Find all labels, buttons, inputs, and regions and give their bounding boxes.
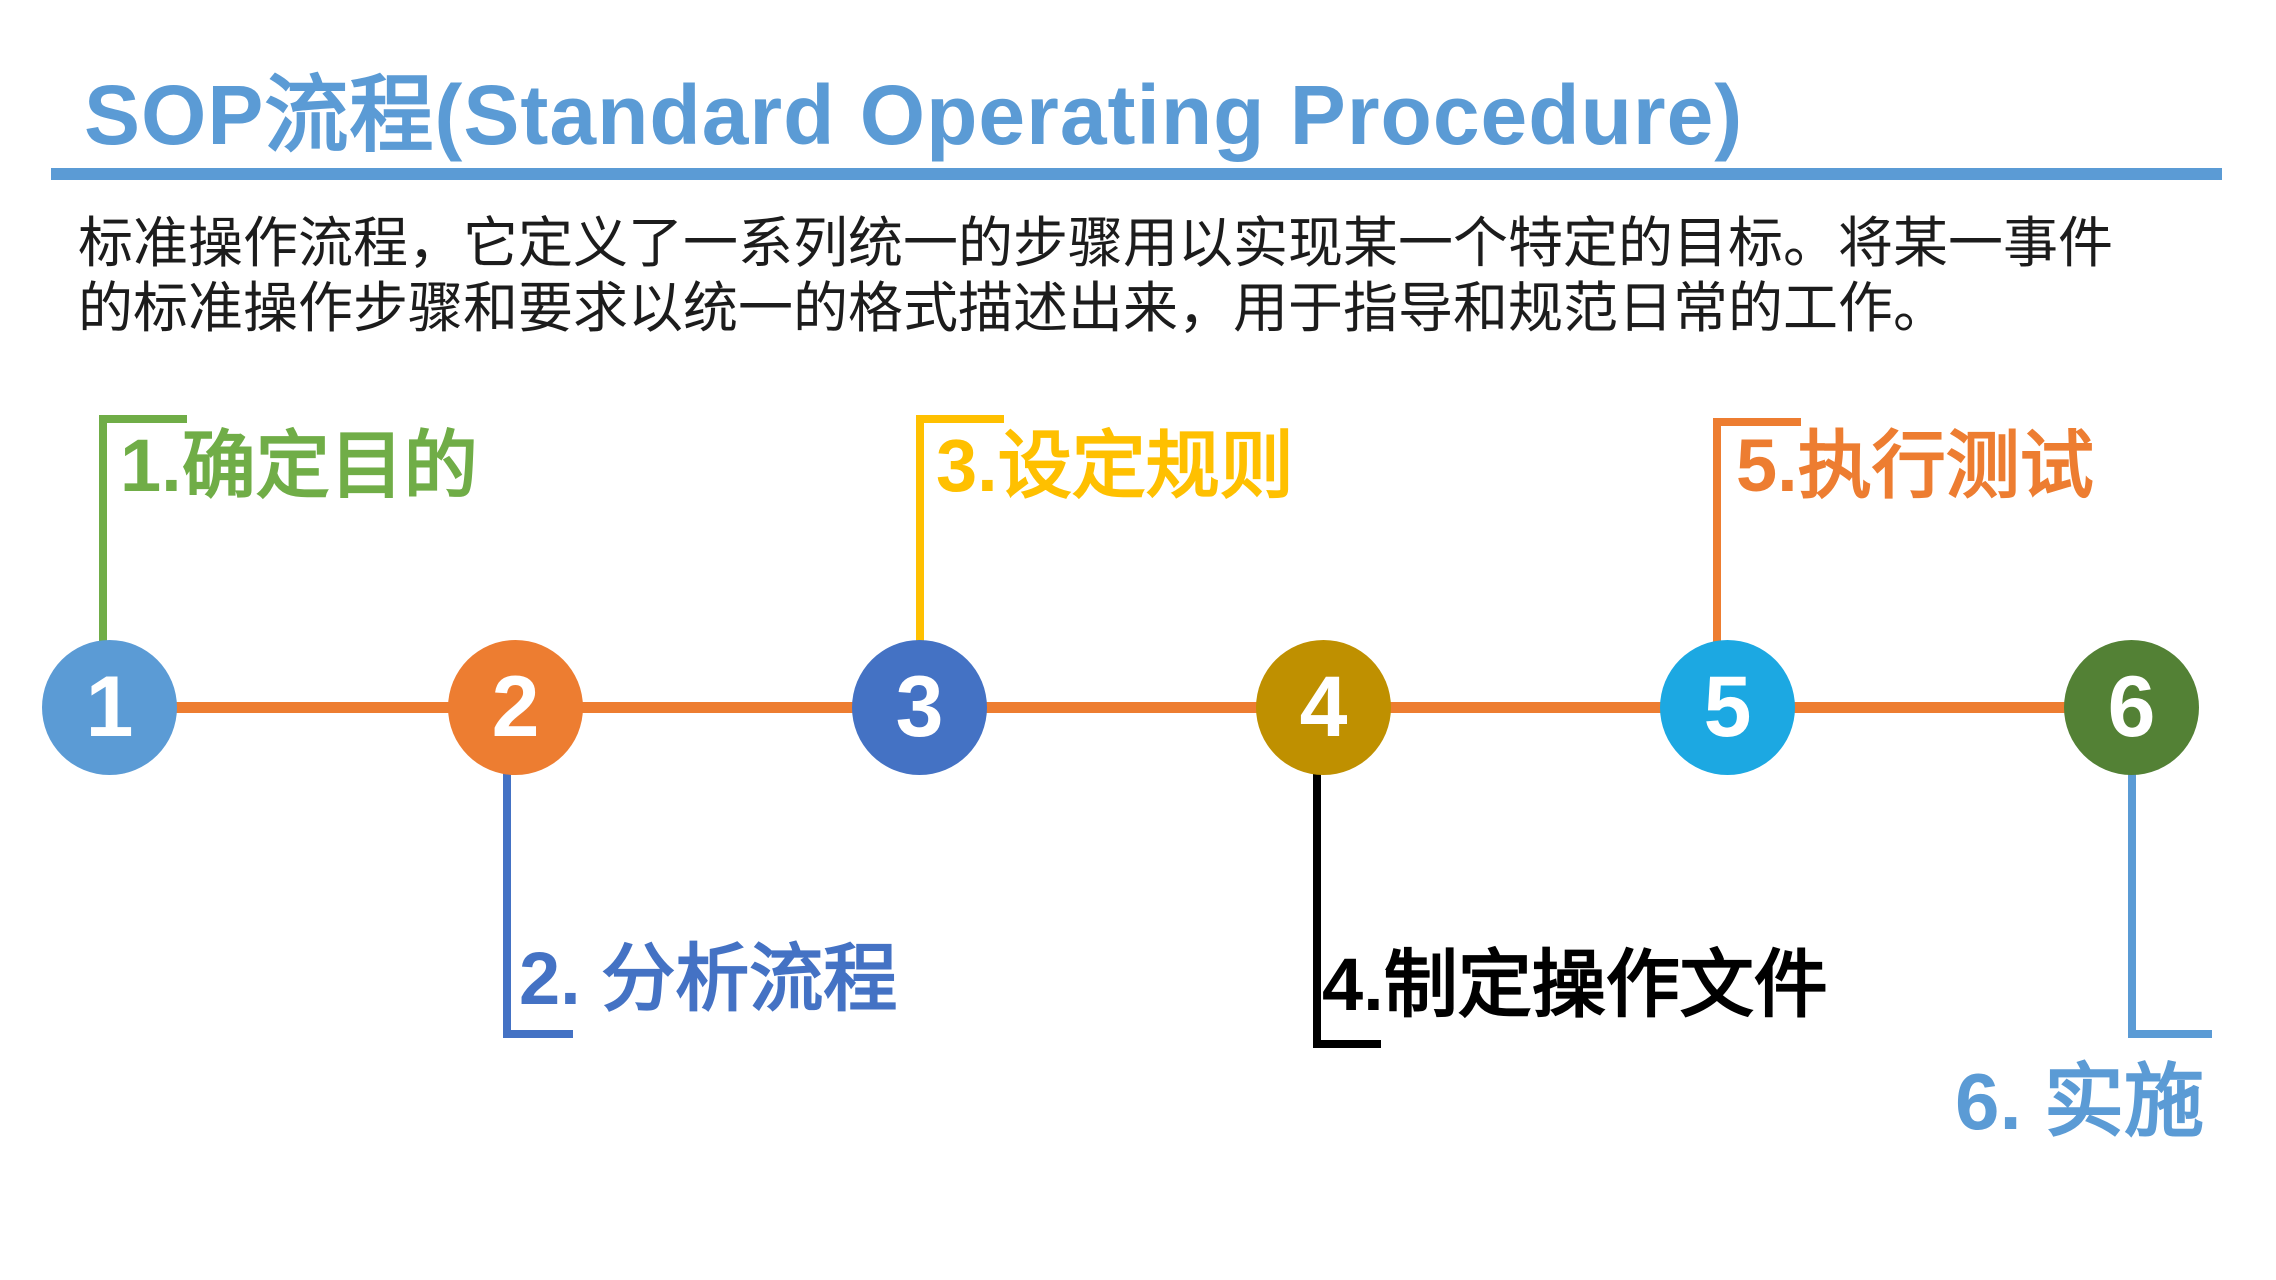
step4-bracket-line [1313,1040,1381,1048]
description-line-1: 标准操作流程，它定义了一系列统一的步骤用以实现某一个特定的目标。将某一事件 [78,213,2114,274]
step4-label: 4.制定操作文件 [1322,943,1828,1026]
step3-label: 3.设定规则 [936,424,1294,507]
step4-number: 4 [1299,659,1348,755]
description-text: 标准操作流程，它定义了一系列统一的步骤用以实现某一个特定的目标。将某一事件 的标… [78,212,2113,342]
step6-number: 6 [2107,659,2156,755]
step2-label: 2. 分析流程 [519,937,898,1020]
step1-bracket-line [99,415,107,648]
step5-bracket-line [1713,418,1801,426]
title-underline-rule [51,168,2222,180]
description-line-2: 的标准操作步骤和要求以统一的格式描述出来，用于指导和规范日常的工作。 [78,277,1949,339]
step4-circle: 4 [1256,640,1391,775]
page-title: SOP流程(Standard Operating Procedure) [84,68,1744,162]
step1-circle: 1 [42,640,177,775]
step5-bracket-line [1713,418,1721,648]
step6-bracket-line [2128,772,2136,1038]
step6-bracket-line [2128,1030,2212,1038]
timeline-connector-line [109,702,2132,713]
step3-bracket-line [916,415,1004,423]
step2-bracket-line [503,770,511,1038]
step3-number: 3 [895,659,944,755]
step6-circle: 6 [2064,640,2199,775]
step2-circle: 2 [448,640,583,775]
step3-circle: 3 [852,640,987,775]
step6-label: 6. 实施 [1955,1057,2204,1146]
step1-number: 1 [85,659,134,755]
step2-bracket-line [503,1030,573,1038]
step5-number: 5 [1703,659,1752,755]
step5-circle: 5 [1660,640,1795,775]
step2-number: 2 [491,659,540,755]
step3-bracket-line [916,415,924,648]
step5-label: 5.执行测试 [1736,424,2094,507]
step1-bracket-line [99,415,187,423]
step1-label: 1.确定目的 [120,424,478,507]
step4-bracket-line [1313,770,1321,1048]
